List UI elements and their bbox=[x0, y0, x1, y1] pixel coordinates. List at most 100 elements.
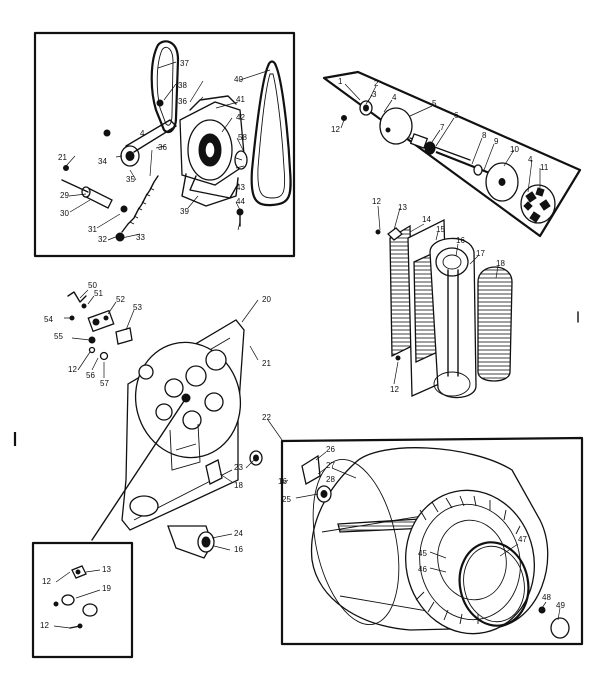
part-label-50: 50 bbox=[88, 281, 97, 290]
part-label-16-drum: 16 bbox=[278, 477, 287, 486]
drum-support-frame bbox=[322, 70, 582, 238]
part-label-55: 55 bbox=[54, 332, 63, 341]
part-label-57: 57 bbox=[100, 379, 109, 388]
lint-gasket bbox=[477, 266, 513, 382]
idler-arm bbox=[125, 119, 177, 153]
thermostat-bracket bbox=[87, 309, 115, 333]
part-label-19: 19 bbox=[102, 584, 111, 593]
part-label-20: 20 bbox=[262, 295, 271, 304]
motor-assembly-group bbox=[33, 31, 296, 258]
part-label-16-duct: 16 bbox=[456, 236, 465, 245]
part-label-16-heater: 16 bbox=[234, 545, 243, 554]
duct-clip bbox=[387, 227, 403, 241]
thermal-fuse bbox=[115, 327, 133, 345]
part-label-12-lower: 12 bbox=[390, 385, 399, 394]
part-label-12-duct: 12 bbox=[372, 197, 381, 206]
part-label-7: 7 bbox=[440, 123, 445, 132]
part-label-53: 53 bbox=[133, 303, 142, 312]
part-label-29: 29 bbox=[60, 191, 69, 200]
part-label-13-duct: 13 bbox=[398, 203, 407, 212]
part-label-25: 25 bbox=[282, 495, 291, 504]
drum-rear-rim bbox=[312, 458, 400, 626]
part-label-26: 26 bbox=[326, 445, 335, 454]
motor-mount-bracket bbox=[181, 173, 239, 207]
part-label-43: 43 bbox=[236, 183, 245, 192]
part-label-13-inset: 13 bbox=[102, 565, 111, 574]
inset-thermostat-group bbox=[31, 541, 134, 659]
inset-frame bbox=[31, 541, 134, 659]
part-label-34: 34 bbox=[98, 157, 107, 166]
rear-bulkhead bbox=[91, 299, 259, 541]
part-label-8: 8 bbox=[482, 131, 487, 140]
part-label-31: 31 bbox=[88, 225, 97, 234]
part-label-22: 22 bbox=[262, 413, 271, 422]
part-label-17: 17 bbox=[476, 249, 485, 258]
drum-group-frame bbox=[280, 436, 584, 646]
drum-front-seal bbox=[458, 541, 530, 627]
part-label-12-inset-b: 12 bbox=[40, 621, 49, 630]
part-label-12-hub: 12 bbox=[331, 125, 340, 134]
idler-belt bbox=[150, 40, 180, 134]
drum-front-flange bbox=[404, 489, 536, 635]
part-label-49: 49 bbox=[556, 601, 565, 610]
part-label-5: 5 bbox=[432, 99, 437, 108]
part-label-56: 56 bbox=[86, 371, 95, 380]
part-label-38: 38 bbox=[178, 81, 187, 90]
front-duct-assembly bbox=[375, 205, 513, 399]
part-label-21-bulkhead: 21 bbox=[262, 359, 271, 368]
part-label-39: 39 bbox=[180, 207, 189, 216]
part-label-54: 54 bbox=[44, 315, 53, 324]
part-label-41: 41 bbox=[236, 95, 245, 104]
bearing-disc bbox=[379, 107, 413, 145]
inset-disc bbox=[82, 603, 98, 617]
part-label-52: 52 bbox=[116, 295, 125, 304]
part-label-48: 48 bbox=[542, 593, 551, 602]
part-label-2: 2 bbox=[374, 79, 379, 88]
part-label-15: 15 bbox=[436, 225, 445, 234]
part-label-28: 28 bbox=[326, 475, 335, 484]
part-label-10: 10 bbox=[510, 145, 519, 154]
part-label-11: 11 bbox=[540, 163, 549, 172]
part-label-4-wheel: 4 bbox=[528, 155, 533, 164]
part-label-36: 36 bbox=[158, 143, 167, 152]
thermostat-wire-clip bbox=[67, 291, 87, 303]
part-labels: 37 40 38 36 41 42 58 4 36 34 21 35 43 29… bbox=[40, 59, 565, 630]
part-label-1: 1 bbox=[338, 77, 343, 86]
part-label-6: 6 bbox=[454, 111, 459, 120]
heater-box bbox=[167, 525, 233, 559]
drum-rear-cap bbox=[550, 617, 570, 639]
part-label-12-inset-a: 12 bbox=[42, 577, 51, 586]
part-label-24: 24 bbox=[234, 529, 243, 538]
bulkhead-bracket bbox=[205, 459, 223, 485]
part-label-4-hub: 4 bbox=[392, 93, 397, 102]
part-label-42: 42 bbox=[236, 113, 245, 122]
motor-group-frame bbox=[33, 31, 296, 258]
part-label-18-duct: 18 bbox=[496, 259, 505, 268]
part-label-58: 58 bbox=[238, 133, 247, 142]
drum-shaft bbox=[435, 150, 493, 176]
part-label-4-motor: 4 bbox=[140, 129, 145, 138]
part-label-47: 47 bbox=[518, 535, 527, 544]
drive-belt bbox=[250, 60, 292, 207]
part-label-18-bulkhead: 18 bbox=[234, 481, 243, 490]
part-label-21-motor: 21 bbox=[58, 153, 67, 162]
part-label-37: 37 bbox=[180, 59, 189, 68]
part-label-44: 44 bbox=[236, 197, 245, 206]
part-label-30: 30 bbox=[60, 209, 69, 218]
part-label-3: 3 bbox=[372, 90, 377, 99]
part-label-12-thermo: 12 bbox=[68, 365, 77, 374]
part-label-9: 9 bbox=[494, 137, 499, 146]
part-label-27: 27 bbox=[326, 461, 335, 470]
part-label-40: 40 bbox=[234, 75, 243, 84]
part-label-23: 23 bbox=[234, 463, 243, 472]
part-label-33: 33 bbox=[136, 233, 145, 242]
part-label-14: 14 bbox=[422, 215, 431, 224]
part-label-32: 32 bbox=[98, 235, 107, 244]
inset-fuse bbox=[61, 594, 75, 606]
drum-group bbox=[245, 419, 584, 646]
part-label-36-top: 36 bbox=[178, 97, 187, 106]
thermostat-parts bbox=[64, 289, 135, 378]
part-label-35: 35 bbox=[126, 175, 135, 184]
part-label-46: 46 bbox=[418, 565, 427, 574]
